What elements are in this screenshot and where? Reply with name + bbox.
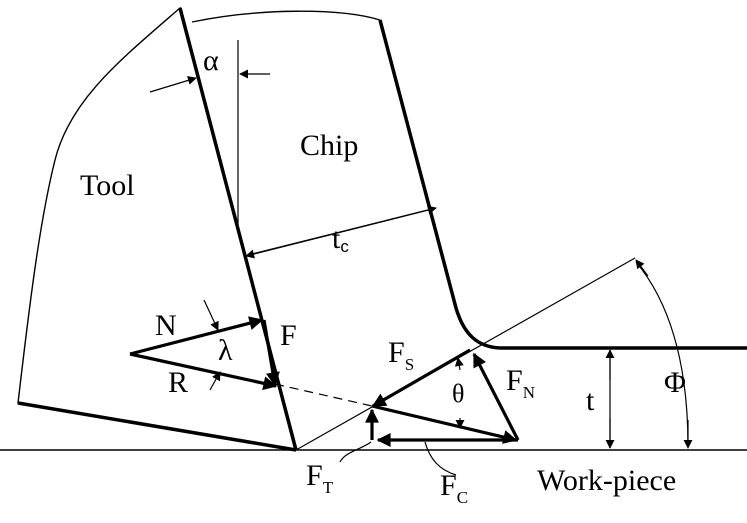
chip-back-face (378, 19, 501, 350)
F-label: F (280, 319, 297, 352)
force-R-arrow (129, 352, 278, 391)
tc-main: t (332, 222, 341, 255)
tool-flank (17, 401, 297, 452)
lambda-label: λ (218, 334, 233, 367)
phi-label: Φ (664, 366, 686, 399)
phi-arrow-top (635, 259, 649, 277)
FT-label: FT (306, 459, 334, 497)
force-F-arrow (262, 319, 280, 387)
resultant-dashed-line (274, 383, 373, 407)
FN-sub: N (523, 383, 535, 402)
R-label: R (168, 366, 188, 399)
FS-main: F (388, 336, 405, 369)
FC-label: FC (440, 469, 468, 507)
FT-leader (339, 441, 372, 463)
lambda-arrow-bottom (209, 371, 221, 391)
FC-main: F (440, 469, 457, 502)
force-R2-arrow (371, 404, 518, 444)
FT-main: F (306, 459, 323, 492)
phi-angle-arc (635, 261, 689, 447)
tool-label: Tool (80, 169, 135, 202)
force-N-arrow (129, 316, 264, 356)
theta-arrow-top (454, 357, 464, 371)
chip-label: Chip (300, 129, 358, 162)
FS-label: FS (388, 336, 414, 374)
FN-main: F (506, 364, 523, 397)
chip-top-curve (191, 10, 381, 23)
alpha-label: α (203, 44, 219, 77)
FC-leader (424, 441, 457, 476)
alpha-arrow-left (149, 76, 197, 93)
tc-dimension-line-back (245, 207, 437, 259)
FN-label: FN (506, 364, 535, 402)
FC-sub: C (457, 488, 468, 507)
lambda-arrow-top (203, 299, 219, 331)
force-FN-arrow (472, 352, 520, 441)
tc-label: tc (332, 222, 349, 256)
FT-sub: T (323, 478, 334, 497)
force-FS-arrow (371, 348, 471, 408)
N-label: N (155, 309, 177, 342)
workpiece-label: Work-piece (537, 464, 676, 497)
tool-outline (17, 6, 296, 451)
theta-label: θ (452, 379, 464, 408)
t-label: t (586, 384, 595, 417)
tc-sub: c (340, 237, 349, 256)
FS-sub: S (405, 355, 414, 374)
